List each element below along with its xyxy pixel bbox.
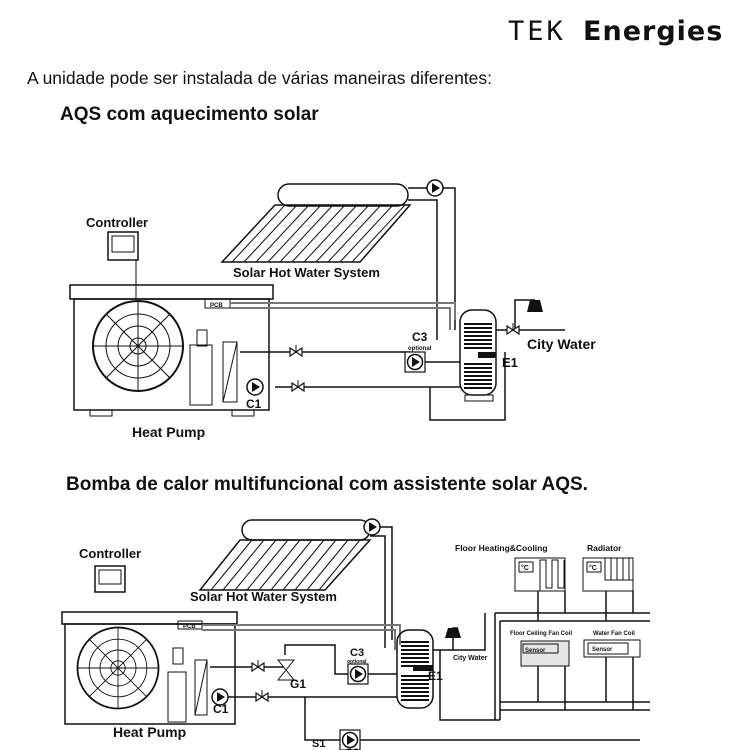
controller-label-2: Controller [79,546,141,561]
c3-label: C3 [412,330,428,344]
section1-title: AQS com aquecimento solar [60,104,319,125]
pcb-label-2: PCB [183,624,196,630]
solar-collector-icon [220,183,412,263]
diagram-multifunction: PCB Controller Solar Hot Water System E1… [61,518,650,750]
solar-label-2: Solar Hot Water System [190,589,337,604]
brand-logo: TEK Energies [508,16,723,47]
radiator-label: Radiator [587,543,622,553]
c3-pump-icon [404,351,426,373]
heat-pump-label: Heat Pump [132,424,205,440]
s1-label: S1 [312,738,325,750]
heat-pump-label-2: Heat Pump [113,724,186,740]
sensor-label-2: Sensor [592,647,613,653]
c3-optional: optional [408,346,432,352]
fan-icon [92,300,184,392]
shower-icon [445,628,461,638]
e1-label: E1 [502,355,518,370]
c1-label-2: C1 [213,702,229,716]
c3-optional-2: optional [347,659,367,665]
controller-icon [107,231,139,261]
floor-heating-label: Floor Heating&Cooling [455,543,548,553]
diagram-solar-dhw: PCB Controller Solar Hot Water System E1… [69,179,596,440]
controller-label: Controller [86,215,148,230]
sensor-label-1: Sensor [525,648,546,654]
solar-pump-icon [426,179,444,197]
pcb-label: PCB [210,303,223,309]
solar-collector-icon-2 [198,519,372,591]
fan-icon [76,626,160,710]
city-water-label: City Water [527,336,596,352]
radiator-icon [604,557,634,581]
g1-label: G1 [290,677,306,691]
section2-title: Bomba de calor multifuncional com assist… [66,474,588,495]
heat-pump-unit-2: PCB [61,611,238,725]
logo-tek: TEK [508,16,566,47]
intro-text: A unidade pode ser instalada de várias m… [27,68,493,88]
controller-icon [94,565,126,593]
e1-label-2: E1 [428,669,443,683]
thermostat-label-1: °C [521,564,529,572]
logo-energies: Energies [583,16,724,47]
c2-label: C2 [345,747,359,750]
thermostat-label-2: °C [589,564,597,572]
city-water-label-2: City Water [453,655,488,662]
heat-pump-unit: PCB [69,284,274,417]
shower-icon [527,300,543,312]
floor-heating-coil-icon [539,559,565,591]
water-fan-coil-label: Water Fan Coil [593,631,635,637]
floor-ceiling-fan-coil-label: Floor Ceiling Fan Coil [510,631,572,637]
c1-label: C1 [246,397,262,411]
c1-pump-icon [246,378,264,396]
solar-label: Solar Hot Water System [233,265,380,280]
c3-label-2: C3 [350,647,364,659]
